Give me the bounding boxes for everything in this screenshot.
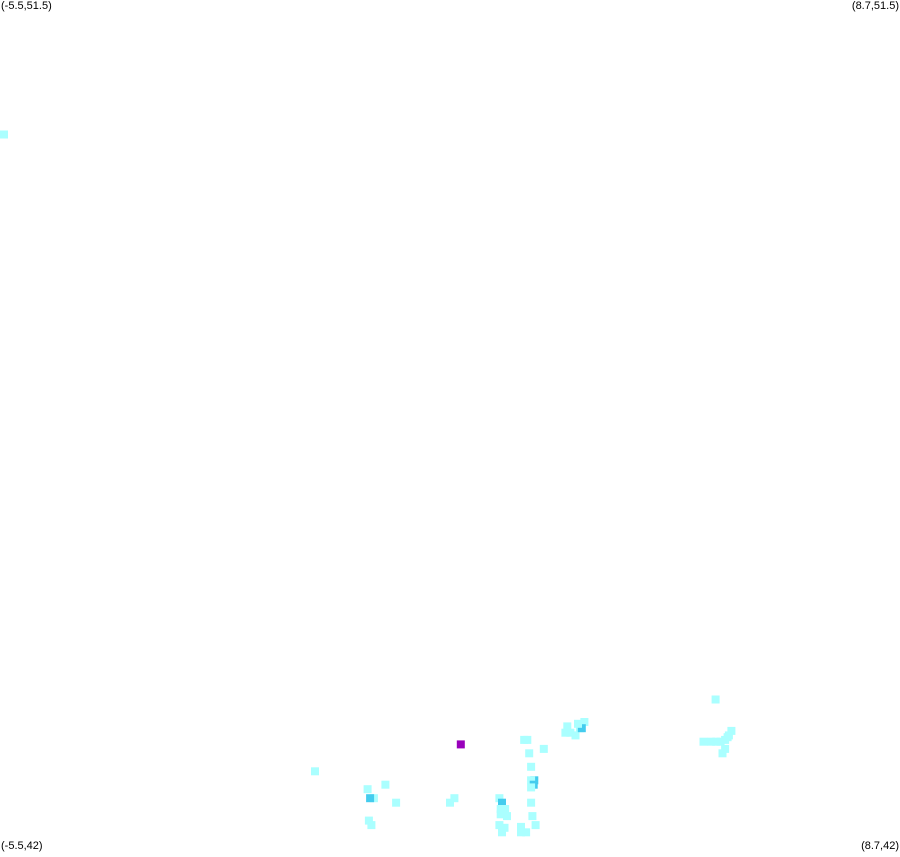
map-cell-low [527, 762, 536, 771]
corner-label-top-right: (8.7,51.5) [851, 0, 899, 12]
map-cell-low [446, 798, 454, 807]
map-cell-low [571, 731, 580, 740]
map-cell-low [574, 719, 582, 728]
map-cell-low [498, 828, 506, 837]
map-cell-low [527, 776, 536, 785]
map-cell-low [501, 805, 510, 813]
map-cell-low [525, 749, 534, 758]
map-cell-low [712, 737, 721, 746]
corner-label-bottom-right: (8.7,42) [861, 840, 899, 852]
map-cell-low [495, 794, 504, 803]
map-cell-low [522, 828, 531, 837]
map-cell-low [727, 726, 736, 735]
map-cell-low [531, 821, 540, 830]
map-cell-low [699, 737, 708, 746]
map-cell-low [496, 805, 505, 813]
corner-label-top-left: (-5.5,51.5) [1, 0, 52, 12]
map-cell-low [561, 728, 570, 737]
map-cell-low [718, 749, 727, 758]
map-cell-low [517, 828, 525, 837]
map-cell-low [707, 737, 716, 746]
map-cell-mid [577, 724, 586, 733]
map-cell-low [520, 735, 529, 744]
map-cell-low [721, 744, 730, 753]
map-cell-low [364, 816, 373, 825]
map-cell-low [0, 130, 8, 139]
map-cell-low [500, 823, 509, 832]
map-cell-low [367, 821, 376, 830]
map-cell-low [716, 737, 725, 746]
map-cell-low [311, 767, 319, 776]
corner-label-bottom-left: (-5.5,42) [1, 840, 43, 852]
map-cell-low [527, 783, 536, 792]
map-cell-low [503, 812, 511, 821]
map-cell-low [392, 798, 401, 807]
map-cell-low [496, 810, 505, 819]
map-cell-low [539, 744, 548, 753]
map-cell-low [711, 695, 720, 704]
map-cell-low [450, 794, 459, 803]
map-cell-low [363, 785, 372, 794]
map-cell-low [517, 822, 525, 831]
map-cell-low [580, 718, 589, 726]
map-cell-low [381, 780, 390, 789]
map-cell-mid [366, 794, 375, 803]
map-cell-low [566, 728, 575, 737]
map-cell-mid [498, 798, 506, 807]
map-cell-low [563, 722, 572, 731]
map-cell-low [528, 812, 537, 821]
map-cell-low [723, 733, 732, 742]
map-cell-low [527, 798, 536, 807]
map-cell-high [456, 740, 465, 749]
map-cell-low [495, 821, 504, 830]
